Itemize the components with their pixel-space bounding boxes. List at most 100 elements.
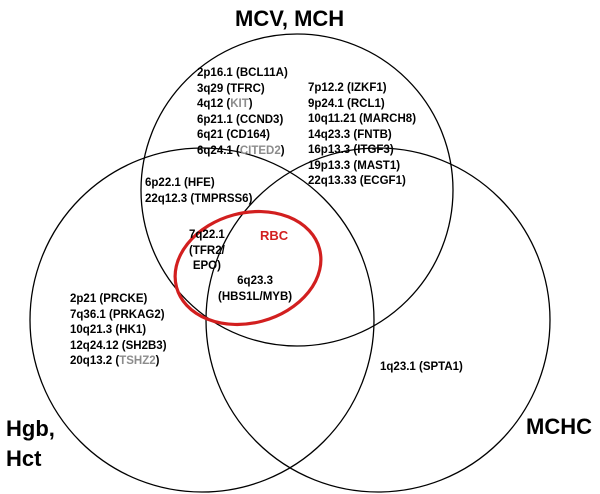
close-paren: ) xyxy=(283,67,288,79)
rbc-mcv-hgb-locus: 7q22.1 xyxy=(189,229,225,241)
set-label-hgb-hct: Hgb, Hct xyxy=(6,414,55,474)
locus-text: 7p12.2 ( xyxy=(308,82,351,94)
gene-text: MARCH8 xyxy=(362,113,413,125)
rbc-all-locus: 6q23.3 xyxy=(237,275,273,287)
gene-text: ECGF1 xyxy=(363,175,402,187)
region-mcv-only-right: 7p12.2 (IZKF1)9p24.1 (RCL1)10q11.21 (MAR… xyxy=(308,81,416,190)
close-paren: ) xyxy=(155,355,160,367)
locus-text: 22q13.33 ( xyxy=(308,175,364,187)
gene-text: HK1 xyxy=(119,324,143,336)
set-label-hct: Hct xyxy=(6,446,42,471)
gene-locus-entry: 6p22.1 (HFE) xyxy=(145,176,252,192)
set-label-mchc: MCHC xyxy=(526,414,592,439)
region-rbc-all: 6q23.3 (HBS1L/MYB) xyxy=(218,274,292,305)
locus-text: 9p24.1 ( xyxy=(308,97,351,110)
rbc-mcv-hgb-gene-a: (TFR2/ xyxy=(189,244,225,257)
gene-locus-entry: 19p13.3 (MAST1) xyxy=(308,159,416,175)
gene-locus-entry: 2p21 (PRCKE) xyxy=(70,292,167,308)
close-paren: ) xyxy=(248,192,253,205)
set-label-rbc: RBC xyxy=(260,228,289,243)
gene-text: CITED2 xyxy=(239,144,281,157)
close-paren: ) xyxy=(210,177,215,189)
close-paren: ) xyxy=(380,97,385,110)
close-paren: ) xyxy=(266,129,270,141)
close-paren: ) xyxy=(382,82,387,94)
locus-text: 7q36.1 ( xyxy=(70,308,113,321)
close-paren: ) xyxy=(280,144,285,157)
locus-text: 2p16.1 ( xyxy=(197,67,240,79)
gene-text: SPTA1 xyxy=(422,361,460,373)
gene-text: FNTB xyxy=(357,128,388,141)
close-paren: ) xyxy=(389,144,394,156)
gene-text: IZKF1 xyxy=(350,82,383,94)
rbc-all-gene: (HBS1L/MYB) xyxy=(218,290,293,303)
gene-locus-entry: 14q23.3 (FNTB) xyxy=(308,128,416,144)
gene-locus-entry: 2p16.1 (BCL11A) xyxy=(197,66,288,82)
gene-text: SH2B3 xyxy=(125,339,163,352)
region-mcv-hgb: 6p22.1 (HFE)22q12.3 (TMPRSS6) xyxy=(145,176,252,207)
set-label-mcv-mch: MCV, MCH xyxy=(235,6,345,31)
gene-locus-entry: 9p24.1 (RCL1) xyxy=(308,97,416,113)
locus-text: 1q23.1 ( xyxy=(380,361,423,373)
rbc-mcv-hgb-gene-b: EPO) xyxy=(192,260,221,272)
gene-text: TFRC xyxy=(230,82,261,95)
gene-locus-entry: 10q11.21 (MARCH8) xyxy=(308,112,416,128)
set-label-hgb: Hgb, xyxy=(6,416,55,441)
gene-text: MAST1 xyxy=(357,159,397,172)
locus-text: 14q23.3 ( xyxy=(308,128,358,141)
locus-text: 10q11.21 ( xyxy=(308,113,363,125)
close-paren: ) xyxy=(279,113,284,126)
gene-locus-entry: 12q24.12 (SH2B3) xyxy=(70,339,167,355)
region-mcv-only-left: 2p16.1 (BCL11A)3q29 (TFRC)4q12 (KIT)6p21… xyxy=(197,66,288,159)
close-paren: ) xyxy=(160,308,165,321)
gene-text: PRCKE xyxy=(103,293,144,305)
close-paren: ) xyxy=(162,339,167,352)
close-paren: ) xyxy=(142,324,147,336)
region-rbc-mcv-hgb: 7q22.1 (TFR2/ EPO) xyxy=(189,228,225,275)
gene-locus-entry: 20q13.2 (TSHZ2) xyxy=(70,354,167,370)
close-paren: ) xyxy=(143,293,148,305)
close-paren: ) xyxy=(260,82,265,95)
locus-text: 6q24.1 ( xyxy=(197,144,240,157)
rbc-ellipse xyxy=(173,209,323,327)
locus-text: 12q24.12 ( xyxy=(70,339,126,352)
gene-locus-entry: 22q13.33 (ECGF1) xyxy=(308,174,416,190)
close-paren: ) xyxy=(401,175,406,187)
locus-text: 16p13.3 ( xyxy=(308,144,358,156)
locus-text: 6p21.1 ( xyxy=(197,113,240,126)
locus-text: 2p21 ( xyxy=(70,293,104,305)
locus-text: 22q12.3 ( xyxy=(145,192,195,205)
gene-locus-entry: 7p12.2 (IZKF1) xyxy=(308,81,416,97)
gene-locus-entry: 6p21.1 (CCND3) xyxy=(197,113,288,129)
mcv-mch-circle xyxy=(140,33,454,347)
close-paren: ) xyxy=(387,128,392,141)
close-paren: ) xyxy=(248,98,253,110)
close-paren: ) xyxy=(459,361,463,373)
locus-text: 20q13.2 ( xyxy=(70,355,120,367)
locus-text: 6p22.1 ( xyxy=(145,177,188,189)
gene-locus-entry: 10q21.3 (HK1) xyxy=(70,323,167,339)
gene-text: PRKAG2 xyxy=(112,308,161,321)
gene-text: ITGF3 xyxy=(357,144,390,156)
gene-locus-entry: 7q36.1 (PRKAG2) xyxy=(70,308,167,324)
region-mchc-only: 1q23.1 (SPTA1) xyxy=(380,360,463,376)
close-paren: ) xyxy=(412,113,417,125)
gene-text: RCL1 xyxy=(350,97,381,110)
gene-text: TMPRSS6 xyxy=(194,192,249,205)
locus-text: 6q21 ( xyxy=(197,129,231,141)
gene-text: CD164 xyxy=(230,129,267,141)
gene-text: CCND3 xyxy=(239,113,280,126)
locus-text: 10q21.3 ( xyxy=(70,324,120,336)
gene-locus-entry: 6q21 (CD164) xyxy=(197,128,288,144)
gene-text: TSHZ2 xyxy=(119,355,156,367)
gene-locus-entry: 22q12.3 (TMPRSS6) xyxy=(145,192,252,208)
gene-locus-entry: 1q23.1 (SPTA1) xyxy=(380,360,463,376)
close-paren: ) xyxy=(396,159,401,172)
mchc-circle xyxy=(205,147,551,493)
gene-locus-entry: 3q29 (TFRC) xyxy=(197,82,288,98)
locus-text: 4q12 ( xyxy=(197,98,231,110)
hgb-hct-circle xyxy=(29,147,375,493)
gene-text: KIT xyxy=(230,98,249,110)
gene-locus-entry: 4q12 (KIT) xyxy=(197,97,288,113)
